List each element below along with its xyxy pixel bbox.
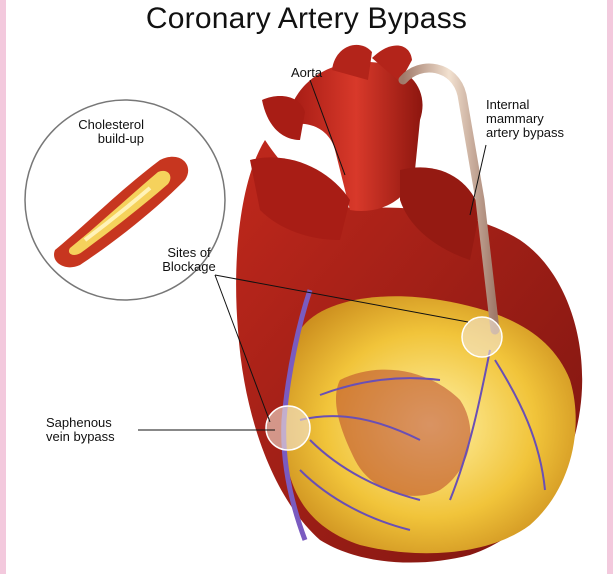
label-saphenous: Saphenous vein bypass	[46, 416, 115, 444]
label-cholesterol: Cholesterol build-up	[52, 118, 144, 146]
label-internal-mammary: Internal mammary artery bypass	[486, 98, 564, 140]
blockage-site-lower	[266, 406, 310, 450]
label-aorta-text: Aorta	[291, 65, 322, 80]
label-internal-mammary-line3: artery bypass	[486, 126, 564, 140]
blockage-site-upper	[462, 317, 502, 357]
label-internal-mammary-line1: Internal	[486, 98, 564, 112]
page-title: Coronary Artery Bypass	[0, 2, 613, 36]
label-blockage-line2: Blockage	[150, 260, 228, 274]
label-cholesterol-line1: Cholesterol	[52, 118, 144, 132]
label-blockage: Sites of Blockage	[150, 246, 228, 274]
label-saphenous-line2: vein bypass	[46, 430, 115, 444]
label-aorta: Aorta	[291, 66, 322, 80]
label-blockage-line1: Sites of	[150, 246, 228, 260]
label-internal-mammary-line2: mammary	[486, 112, 564, 126]
label-saphenous-line1: Saphenous	[46, 416, 115, 430]
label-cholesterol-line2: build-up	[52, 132, 144, 146]
